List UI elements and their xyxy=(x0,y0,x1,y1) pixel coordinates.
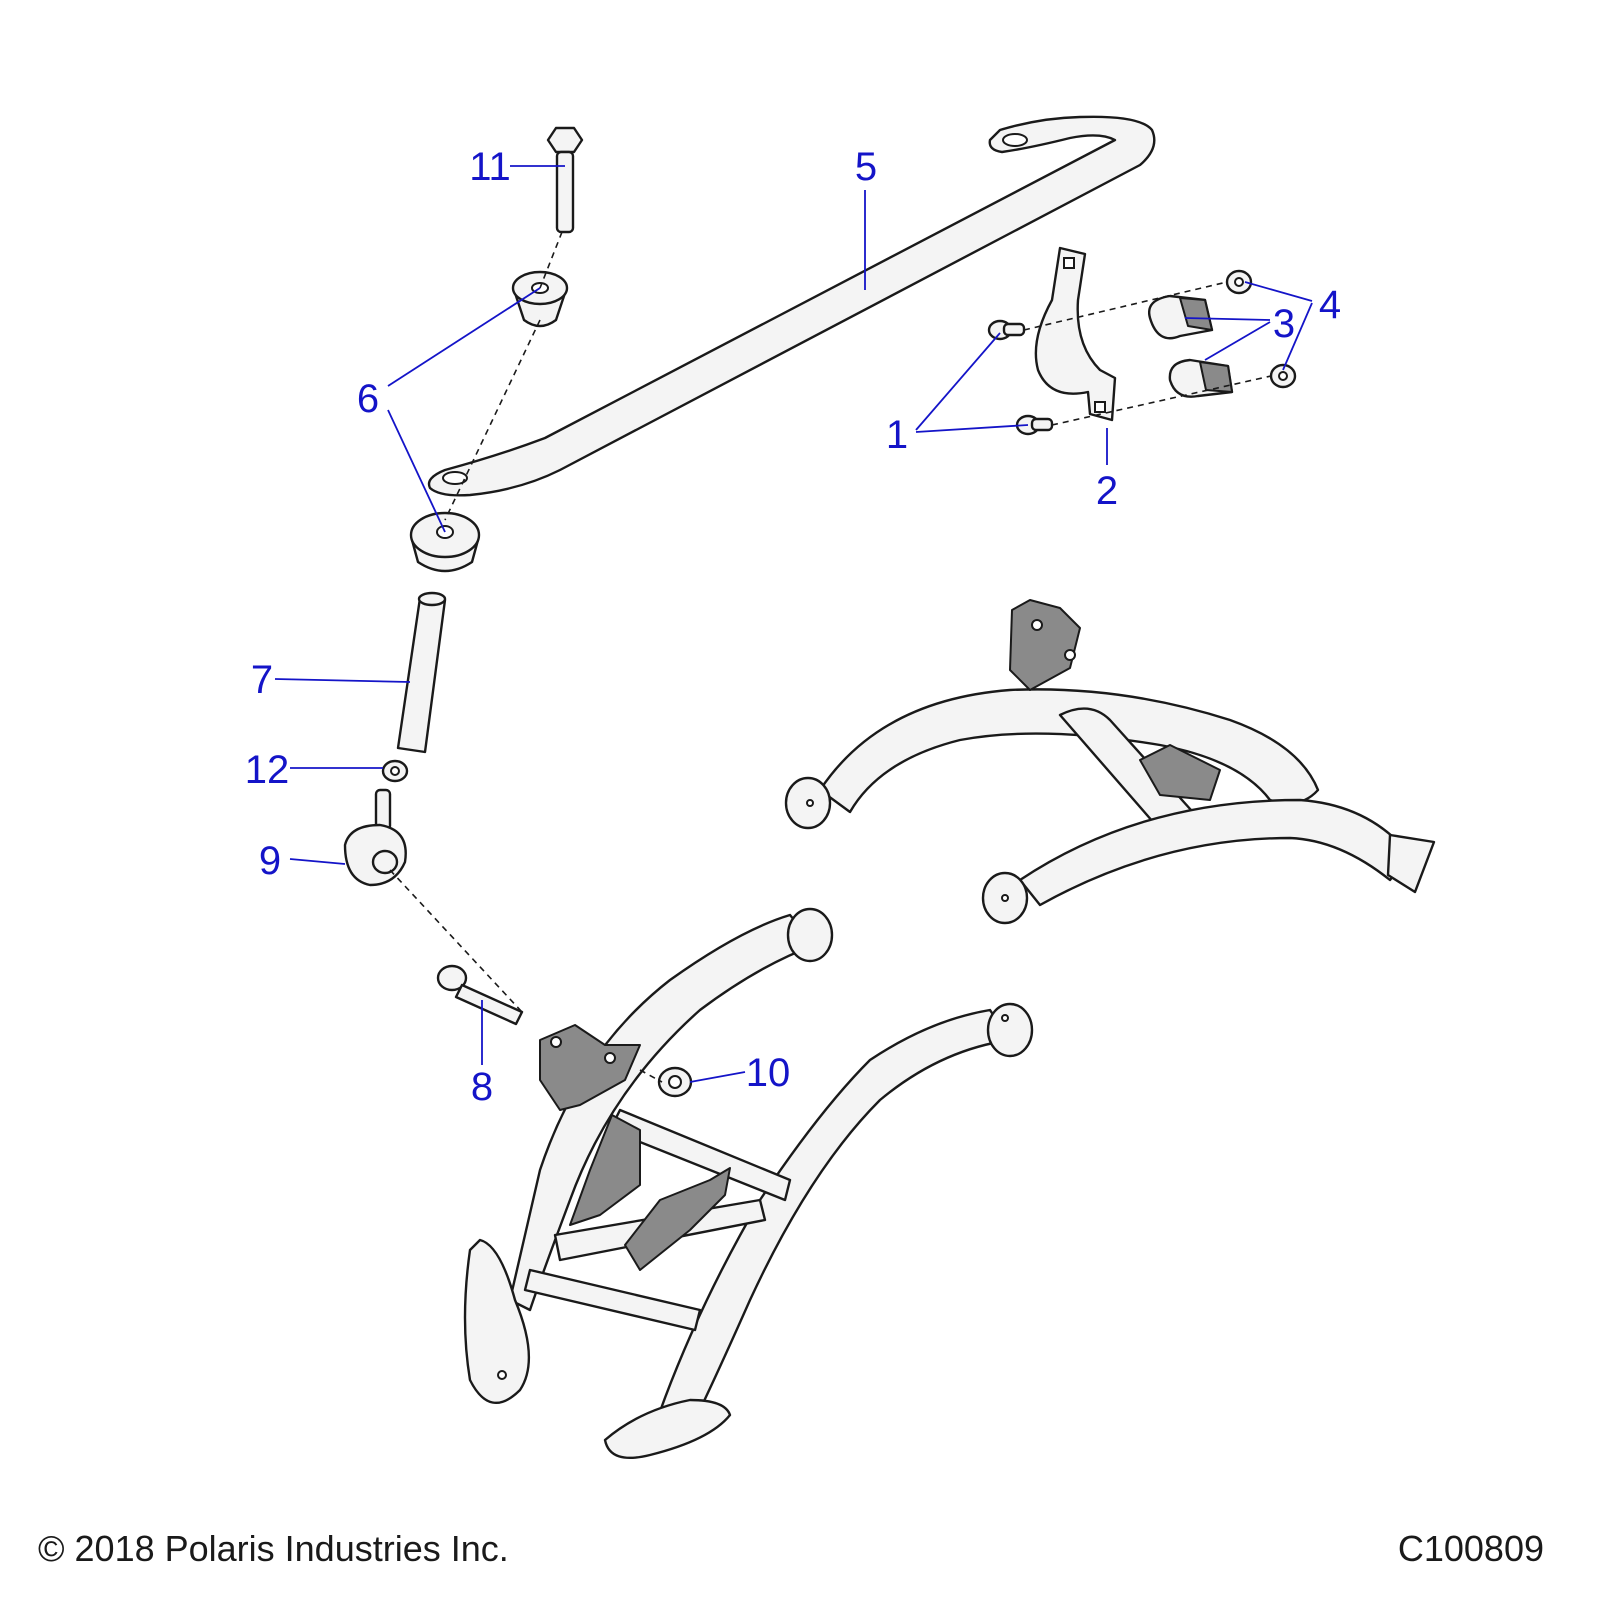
callout-2: 2 xyxy=(1096,469,1118,513)
leader-lines xyxy=(274,165,1313,1083)
callout-12: 12 xyxy=(245,748,290,792)
figure-id: C100809 xyxy=(1397,1528,1544,1569)
callout-3: 3 xyxy=(1273,302,1295,346)
callout-6: 6 xyxy=(357,377,379,421)
bushing-lower xyxy=(409,511,481,573)
callout-9: 9 xyxy=(259,839,281,883)
bushing-upper xyxy=(511,270,569,328)
lower-control-arm xyxy=(463,907,1034,1460)
callout-labels: 1 2 3 4 5 6 7 8 9 10 11 12 xyxy=(245,145,1341,1109)
nut-small xyxy=(381,759,409,783)
clamp-bushing-lower xyxy=(1168,358,1234,398)
clamp-bushing-upper xyxy=(1148,294,1214,340)
callout-8: 8 xyxy=(471,1065,493,1109)
assembly-lines xyxy=(389,231,1272,1083)
nut-lower xyxy=(657,1066,693,1098)
callout-4: 4 xyxy=(1319,283,1341,327)
callout-11: 11 xyxy=(469,145,511,189)
callout-10: 10 xyxy=(746,1051,791,1095)
bolt-lower xyxy=(436,964,524,1026)
bolt-clamp-upper xyxy=(987,319,1026,341)
link-rod xyxy=(396,591,447,754)
end-link xyxy=(343,788,407,887)
callout-5: 5 xyxy=(855,145,877,189)
callout-7: 7 xyxy=(251,658,273,702)
upper-control-arm xyxy=(784,599,1436,925)
copyright-notice: © 2018 Polaris Industries Inc. xyxy=(38,1528,509,1569)
stabilizer-bar xyxy=(427,115,1156,497)
clamp-bracket xyxy=(1034,246,1117,422)
callout-1: 1 xyxy=(886,413,908,457)
nut-clamp-upper xyxy=(1225,269,1253,295)
bolt-upper xyxy=(546,126,584,234)
